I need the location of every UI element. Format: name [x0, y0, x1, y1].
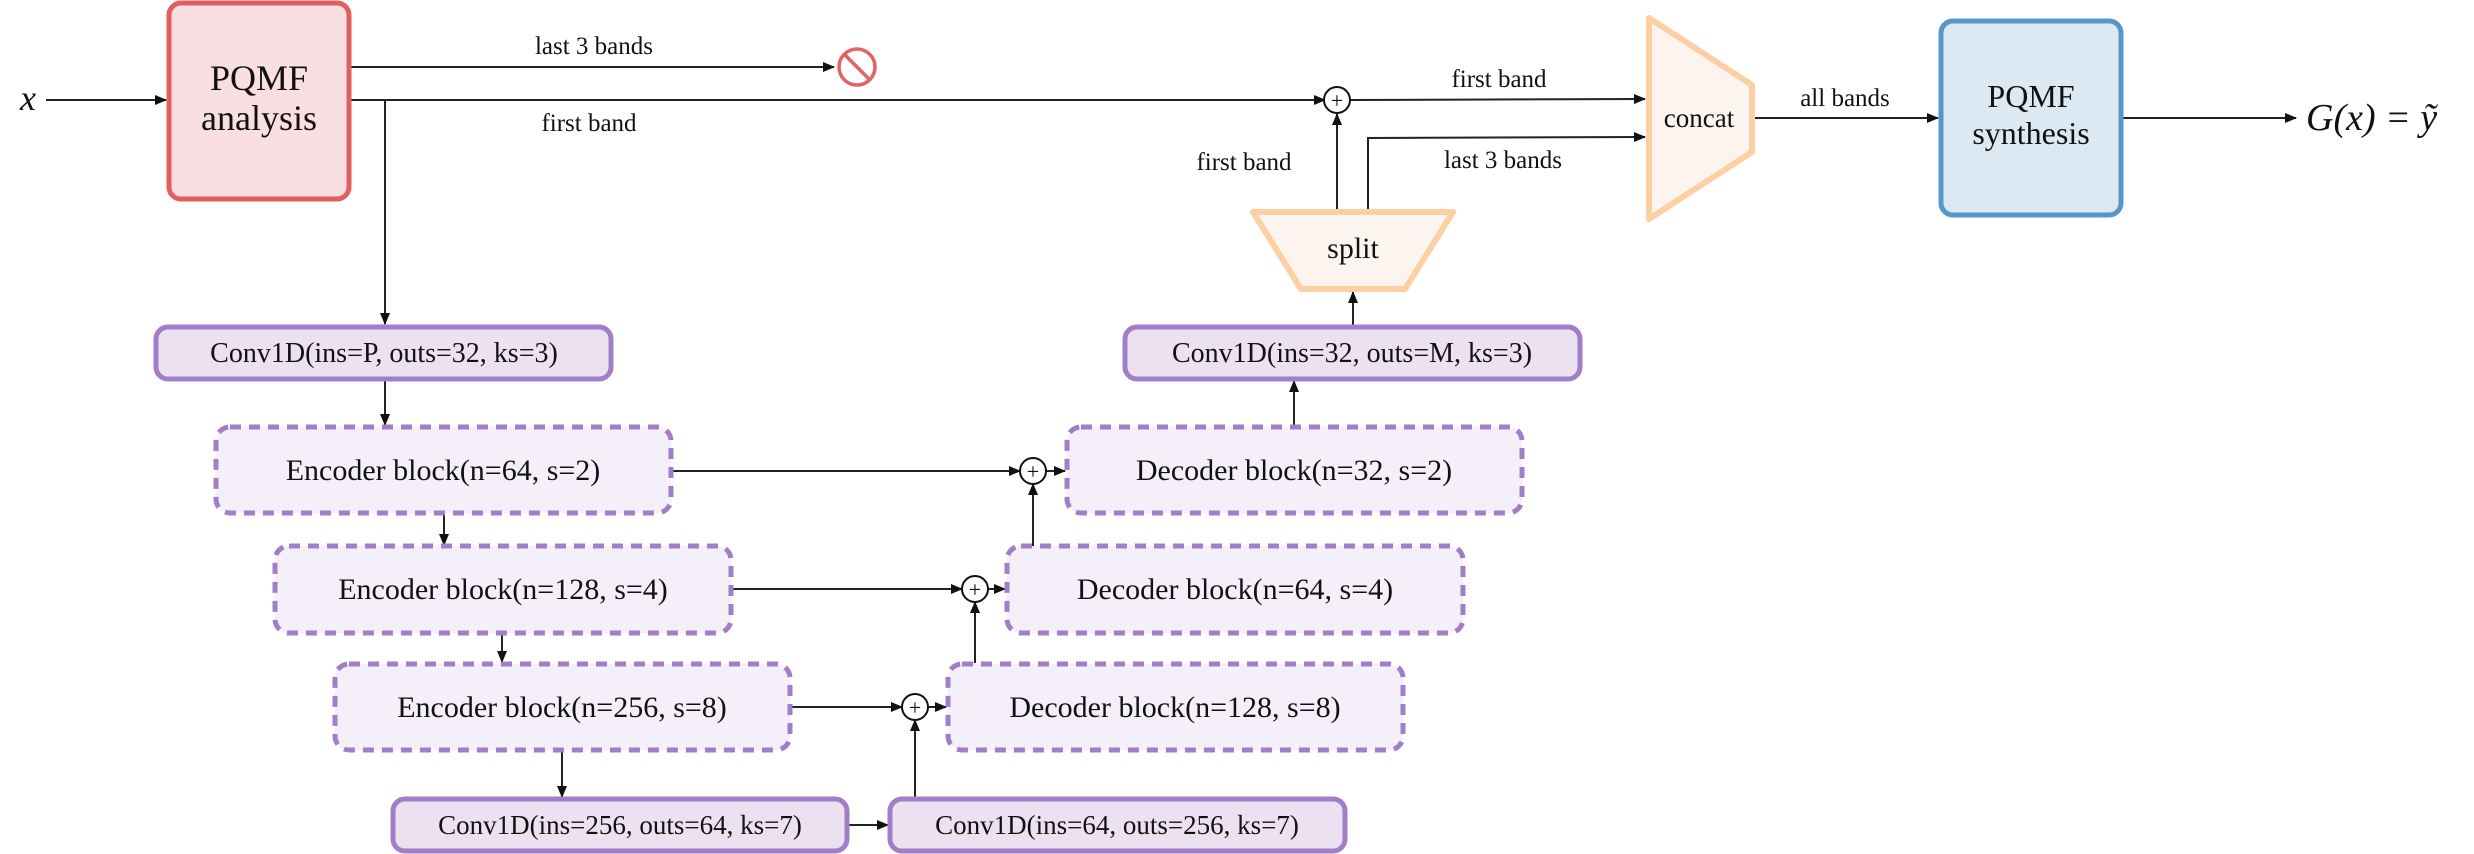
output-label: G(x) = ỹ [2306, 97, 2438, 139]
block-box [213, 424, 674, 516]
svg-text:+: + [969, 577, 981, 602]
pqmf-synthesis-line2: synthesis [1972, 115, 2089, 151]
sum-circle [901, 693, 929, 721]
edges [46, 62, 2297, 830]
encoder-block-3-label: Encoder block(n=256, s=8) [397, 691, 727, 724]
pqmf-synthesis-block: PQMF synthesis [1938, 18, 2124, 218]
bottleneck-conv-2: Conv1D(ins=64, outs=256, ks=7) [887, 796, 1348, 854]
mux-shape [1646, 15, 1755, 222]
label-last3-to-concat: last 3 bands [1444, 147, 1562, 174]
bottleneck-conv-2-label: Conv1D(ins=64, outs=256, ks=7) [935, 810, 1299, 840]
mux-shape [1250, 209, 1456, 292]
decoder-block-3: Decoder block(n=128, s=8) [945, 661, 1406, 753]
block-box [1064, 424, 1525, 516]
conv-out-block: Conv1D(ins=32, outs=M, ks=3) [1122, 324, 1583, 382]
encoder-block-1: Encoder block(n=64, s=2) [213, 424, 674, 516]
concat-label: concat [1664, 103, 1735, 133]
sum-circle [1019, 457, 1047, 485]
label-first-band-top: first band [541, 110, 637, 137]
encoder-block-3: Encoder block(n=256, s=8) [332, 661, 793, 753]
decoder-block-3-label: Decoder block(n=128, s=8) [1009, 691, 1340, 724]
pqmf-analysis-block: PQMF analysis [166, 0, 352, 202]
sum-node-2: + [961, 575, 989, 603]
pqmf-synthesis-line1: PQMF [1987, 78, 2074, 114]
sum-node-top: + [1323, 86, 1351, 114]
pqmf-analysis-line1: PQMF [210, 58, 308, 98]
sum-node-3: + [901, 693, 929, 721]
block-box [1122, 324, 1583, 382]
edge-sum-to-concat [1349, 94, 1646, 105]
edge-split-last3-to-concat [1367, 132, 1646, 211]
svg-text:+: + [1331, 88, 1343, 113]
decoder-block-1-label: Decoder block(n=32, s=2) [1136, 454, 1452, 487]
conv-in-label: Conv1D(ins=P, outs=32, ks=3) [210, 338, 558, 369]
encoder-block-2: Encoder block(n=128, s=4) [272, 543, 734, 636]
sum-circle [961, 575, 989, 603]
sum-node-1: + [1019, 457, 1047, 485]
block-box [1004, 543, 1466, 636]
bottleneck-conv-1-label: Conv1D(ins=256, outs=64, ks=7) [438, 810, 802, 840]
decoder-block-1: Decoder block(n=32, s=2) [1064, 424, 1525, 516]
pqmf-synthesis-box [1938, 18, 2124, 218]
conv-out-label: Conv1D(ins=32, outs=M, ks=3) [1172, 338, 1532, 369]
block-box [272, 543, 734, 636]
label-all-bands: all bands [1800, 85, 1890, 112]
input-label: x [19, 78, 36, 118]
label-first-band-from-split: first band [1196, 149, 1292, 176]
split-block: split [1250, 209, 1456, 292]
split-label: split [1327, 232, 1379, 265]
pqmf-analysis-line2: analysis [201, 98, 317, 138]
encoder-block-2-label: Encoder block(n=128, s=4) [338, 573, 668, 606]
sum-circle [1323, 86, 1351, 114]
decoder-block-2: Decoder block(n=64, s=4) [1004, 543, 1466, 636]
svg-text:+: + [909, 695, 921, 720]
block-box [945, 661, 1406, 753]
block-box [332, 661, 793, 753]
pqmf-analysis-box [166, 0, 352, 202]
encoder-block-1-label: Encoder block(n=64, s=2) [286, 454, 601, 487]
block-box [153, 324, 614, 382]
label-first-band-to-concat: first band [1451, 66, 1547, 93]
concat-block: concat [1646, 15, 1755, 222]
label-last3-discard: last 3 bands [535, 33, 653, 60]
decoder-block-2-label: Decoder block(n=64, s=4) [1077, 573, 1393, 606]
bottleneck-conv-1: Conv1D(ins=256, outs=64, ks=7) [390, 796, 850, 854]
block-box [887, 796, 1348, 854]
stop-icon [837, 47, 877, 87]
conv-in-block: Conv1D(ins=P, outs=32, ks=3) [153, 324, 614, 382]
block-box [390, 796, 850, 854]
svg-text:+: + [1027, 459, 1039, 484]
